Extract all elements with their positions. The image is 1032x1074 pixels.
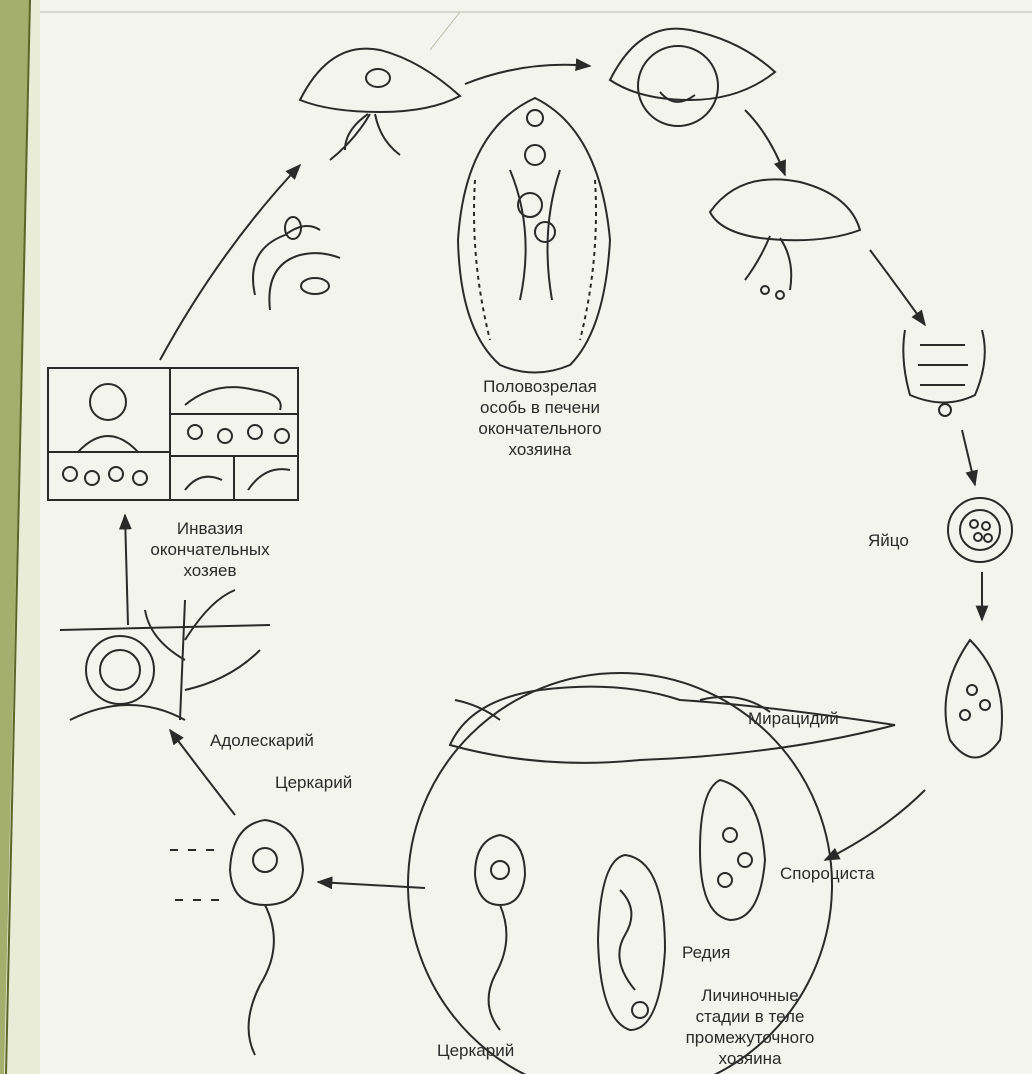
adult-fluke-icon xyxy=(458,98,610,373)
label-adolescaria: Адолескарий xyxy=(210,730,314,751)
label-miracidium: Мирацидий xyxy=(748,708,839,729)
label-egg: Яйцо xyxy=(868,530,909,551)
cercaria-icon xyxy=(475,835,525,1030)
liver-egg-icon xyxy=(610,29,775,126)
bile-duct-icon xyxy=(710,179,860,299)
label-redia: Редия xyxy=(682,942,730,963)
label-cercaria-outer: Церкарий xyxy=(275,772,352,793)
sporocyst-icon xyxy=(700,780,765,920)
redia-icon xyxy=(598,855,665,1030)
host-panel-icon xyxy=(48,368,298,500)
bile-duct-worm-icon xyxy=(253,217,340,310)
adolescaria-plant-icon xyxy=(60,590,270,720)
liver-icon xyxy=(300,49,460,160)
miracidium-icon xyxy=(946,640,1003,758)
cercaria-outer-icon xyxy=(170,820,303,1055)
label-sporocyst: Спороциста xyxy=(780,863,875,884)
label-larval-stages: Личиночные стадии в теле промежуточного … xyxy=(660,985,840,1069)
label-invasion: Инвазия окончательных хозяев xyxy=(120,518,300,581)
cycle-arrows xyxy=(125,65,982,888)
egg-icon xyxy=(948,498,1012,562)
label-adult-fluke: Половозрелая особь в печени окончательно… xyxy=(440,376,640,460)
label-cercaria-inner: Церкарий xyxy=(437,1040,514,1061)
intestine-icon xyxy=(903,330,984,416)
